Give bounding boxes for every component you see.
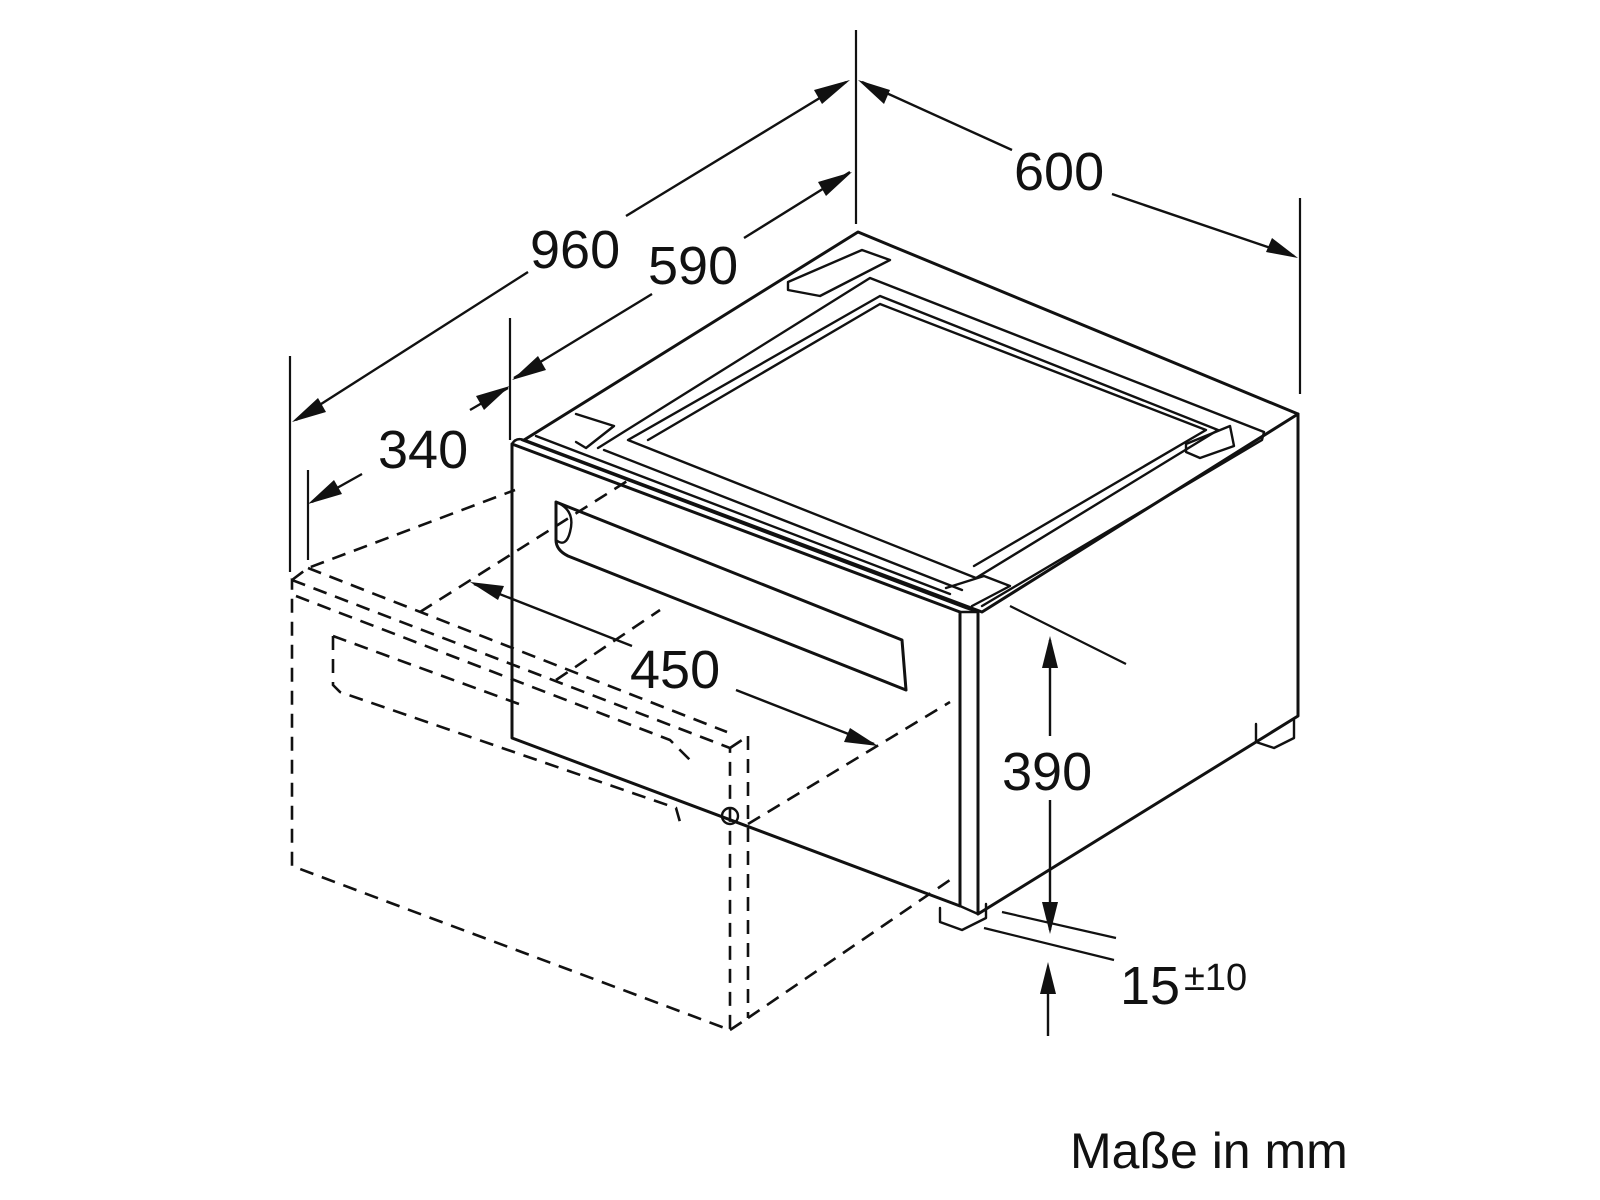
dim-390-arrow-start (1042, 636, 1058, 668)
dim-450-arrow-end (844, 728, 878, 746)
extension-lines (288, 30, 1302, 962)
dim-15-label: 15 (1120, 956, 1180, 1016)
units-caption: Maße in mm (1070, 1123, 1348, 1179)
dim-390-label: 390 (1002, 742, 1092, 802)
dim-390-arrow-end (1042, 902, 1058, 934)
dim-960-line-right (625, 80, 847, 218)
dim-450-label: 450 (630, 640, 720, 700)
dim-340-arrow-end (476, 386, 510, 410)
dim-340-arrow-start (308, 480, 342, 504)
dim-600-arrow-end (1266, 238, 1298, 258)
dim-600-line-right (1111, 192, 1295, 258)
dimension-labels: 600 960 590 340 450 390 15 ±10 (378, 142, 1247, 1016)
drawer-extended-dashed (290, 476, 951, 1032)
pedestal-body (510, 230, 1300, 932)
dim-960-arrow-end (814, 80, 850, 104)
dim-15-tolerance: ±10 (1184, 957, 1247, 999)
dim-600-label: 600 (1014, 142, 1104, 202)
dim-450-arrow-start (470, 582, 504, 600)
dim-600-arrow-start (858, 80, 890, 104)
dim-590-arrow-start (512, 356, 546, 380)
dim-960-line-left (295, 270, 529, 422)
dim-340-label: 340 (378, 420, 468, 480)
dim-590-label: 590 (648, 236, 738, 296)
dim-15-arrow (1040, 962, 1056, 994)
dim-960-label: 960 (530, 220, 620, 280)
dimension-lines (292, 80, 1298, 1036)
dim-960-arrow-start (292, 398, 326, 422)
dim-590-arrow-end (818, 172, 852, 196)
